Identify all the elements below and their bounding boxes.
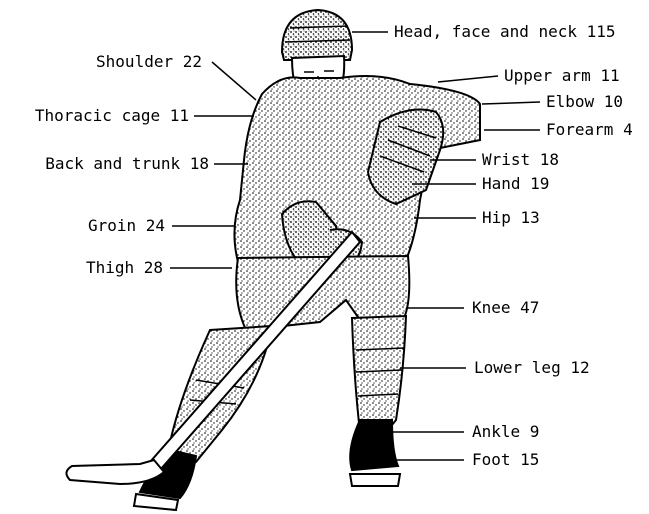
label-forearm: Forearm 4: [546, 120, 633, 140]
label-thoracic-cage: Thoracic cage 11: [35, 106, 189, 126]
label-hip: Hip 13: [482, 208, 540, 228]
label-elbow: Elbow 10: [546, 92, 623, 112]
label-lower-leg: Lower leg 12: [474, 358, 590, 378]
label-knee: Knee 47: [472, 298, 539, 318]
jersey: [234, 76, 480, 262]
right-glove: [368, 110, 443, 204]
label-back-and-trunk: Back and trunk 18: [45, 154, 209, 174]
label-foot: Foot 15: [472, 450, 539, 470]
right-leg: [352, 316, 406, 432]
helmet: [282, 10, 352, 60]
label-wrist: Wrist 18: [482, 150, 559, 170]
label-thigh: Thigh 28: [86, 258, 163, 278]
label-head: Head, face and neck 115: [394, 22, 616, 42]
label-upper-arm: Upper arm 11: [504, 66, 620, 86]
right-skate: [350, 420, 398, 470]
label-hand: Hand 19: [482, 174, 549, 194]
label-shoulder: Shoulder 22: [96, 52, 202, 72]
label-ankle: Ankle 9: [472, 422, 539, 442]
label-groin: Groin 24: [88, 216, 165, 236]
